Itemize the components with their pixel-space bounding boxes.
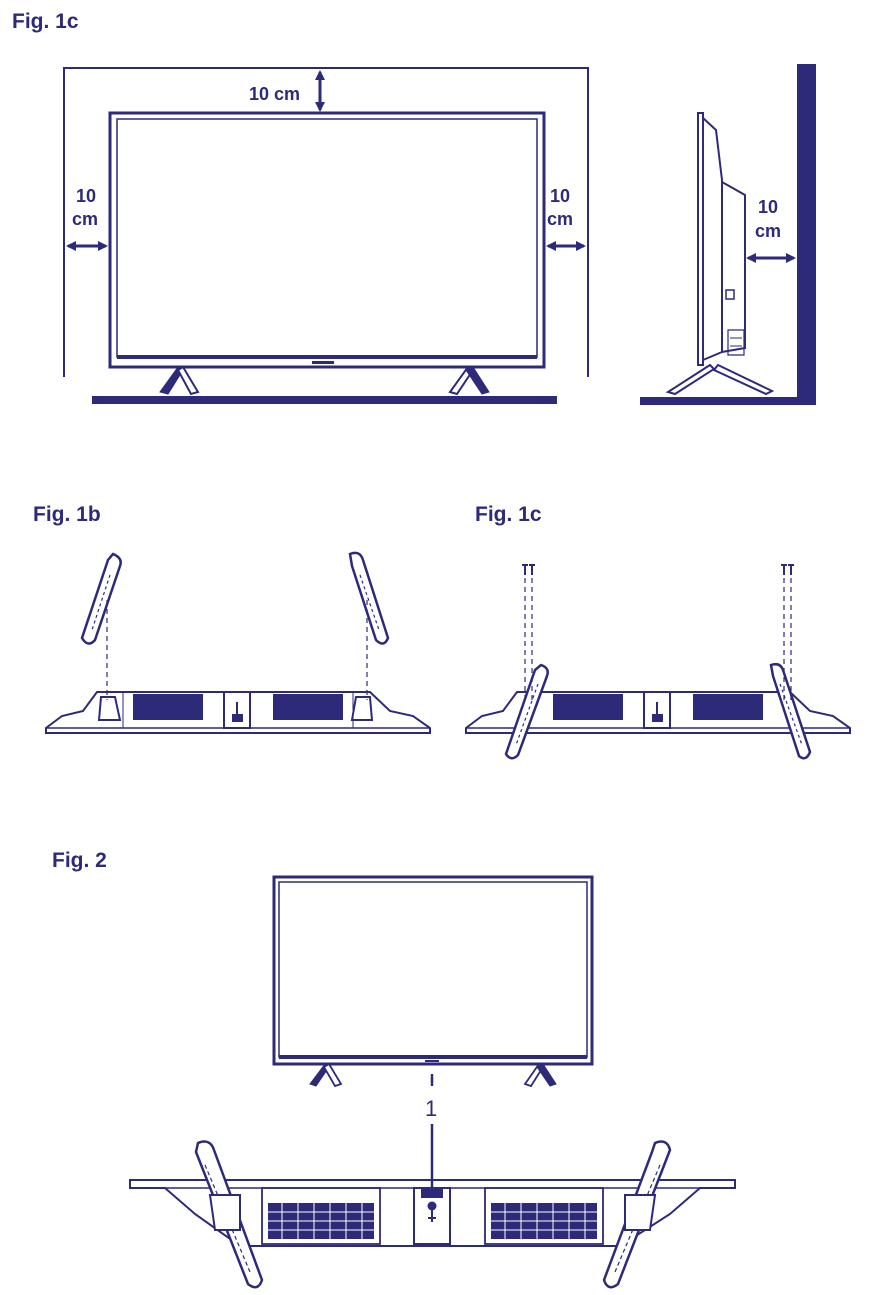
screw-pair-right bbox=[781, 564, 794, 700]
tv-foot-left bbox=[159, 365, 200, 396]
stand-leg-right bbox=[348, 551, 390, 645]
fig-2-leg-right bbox=[602, 1140, 672, 1289]
figure-title-1c-assembly: Fig. 1c bbox=[475, 503, 542, 526]
right-clearance-value: 10 bbox=[550, 186, 570, 206]
top-clearance-label: 10 cm bbox=[249, 84, 300, 104]
connector-port bbox=[413, 1187, 451, 1245]
left-clearance-unit: cm bbox=[72, 209, 98, 229]
tv-bottom-1b bbox=[45, 691, 431, 734]
stand-leg-left bbox=[80, 552, 122, 645]
callout-number-1: 1 bbox=[425, 1096, 437, 1121]
fig-2-front-tv bbox=[272, 875, 594, 1190]
fig-1b-diagram bbox=[45, 551, 431, 734]
left-clearance-value: 10 bbox=[76, 186, 96, 206]
figure-title-1c-top: Fig. 1c bbox=[12, 10, 79, 33]
side-view-clearance bbox=[640, 64, 816, 405]
figure-title-1b: Fig. 1b bbox=[33, 503, 101, 526]
front-view-clearance bbox=[63, 67, 589, 404]
fig-1c-assembly-diagram bbox=[465, 564, 851, 760]
vent-grille-left bbox=[268, 1203, 374, 1239]
stand-leg-right-attached bbox=[769, 662, 812, 760]
side-clearance-value: 10 bbox=[758, 197, 778, 217]
stand-leg-left-attached bbox=[504, 663, 549, 760]
right-clearance-unit: cm bbox=[547, 209, 573, 229]
side-clearance-unit: cm bbox=[755, 221, 781, 241]
screw-pair-left bbox=[522, 564, 535, 700]
fig-2-tv-bottom bbox=[129, 1140, 736, 1289]
vent-grille-right bbox=[491, 1203, 597, 1239]
tv-foot-right bbox=[448, 365, 490, 396]
fig-2-leg-left bbox=[194, 1140, 264, 1289]
figure-title-2: Fig. 2 bbox=[52, 849, 107, 872]
